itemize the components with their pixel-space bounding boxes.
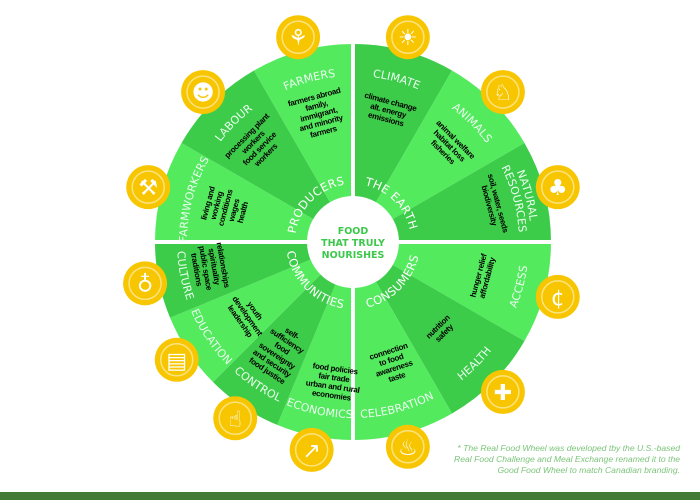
book-icon: ▤: [154, 337, 199, 382]
sector-natural-resources: [353, 143, 551, 242]
cent-icon: ¢: [535, 274, 580, 319]
svg-text:♨: ♨: [398, 436, 418, 461]
sun-icon: ☀: [385, 15, 430, 60]
svg-text:✚: ✚: [494, 381, 512, 406]
sector-farmworkers: [155, 143, 353, 242]
svg-text:▤: ▤: [166, 349, 187, 374]
svg-text:☝: ☝: [229, 407, 242, 432]
sector-farmers: [254, 44, 353, 242]
cake-icon: ♨: [385, 424, 430, 469]
svg-text:♘: ♘: [493, 81, 513, 106]
sector-culture: [155, 242, 353, 318]
center-circle: [307, 196, 399, 288]
svg-text:¢: ¢: [551, 286, 565, 311]
hard-hat-worker-icon: ☻: [181, 70, 226, 115]
sector-control: [212, 242, 353, 425]
pig-icon: ♘: [480, 70, 525, 115]
svg-text:☻: ☻: [192, 81, 215, 106]
sector-climate: [353, 44, 452, 242]
sector-labour: [181, 70, 353, 242]
footer-bar: [0, 492, 700, 500]
fist-icon: ☝: [213, 396, 258, 441]
sector-economics: [277, 242, 353, 441]
sector-health: [353, 242, 525, 414]
footnote: * The Real Food Wheel was developed tby …: [454, 443, 680, 475]
sector-animals: [353, 70, 525, 242]
svg-text:☀: ☀: [398, 26, 418, 51]
wheat-icon: ⚘: [276, 15, 321, 60]
sector-access: [353, 242, 551, 341]
topic-item: fair trade: [318, 371, 351, 384]
svg-text:♣: ♣: [548, 176, 568, 201]
svg-text:♁: ♁: [137, 272, 153, 297]
svg-text:↗: ↗: [302, 439, 320, 464]
sprout-icon: ♣: [535, 165, 580, 210]
svg-text:⚘: ⚘: [288, 26, 308, 51]
globe-icon: ♁: [123, 261, 168, 306]
cross-icon: ✚: [480, 369, 525, 414]
svg-text:⚒: ⚒: [138, 176, 158, 201]
tools-icon: ⚒: [126, 165, 171, 210]
sector-celebration: [353, 242, 452, 440]
sector-education: [170, 242, 353, 383]
growth-arrow-icon: ↗: [289, 427, 334, 472]
